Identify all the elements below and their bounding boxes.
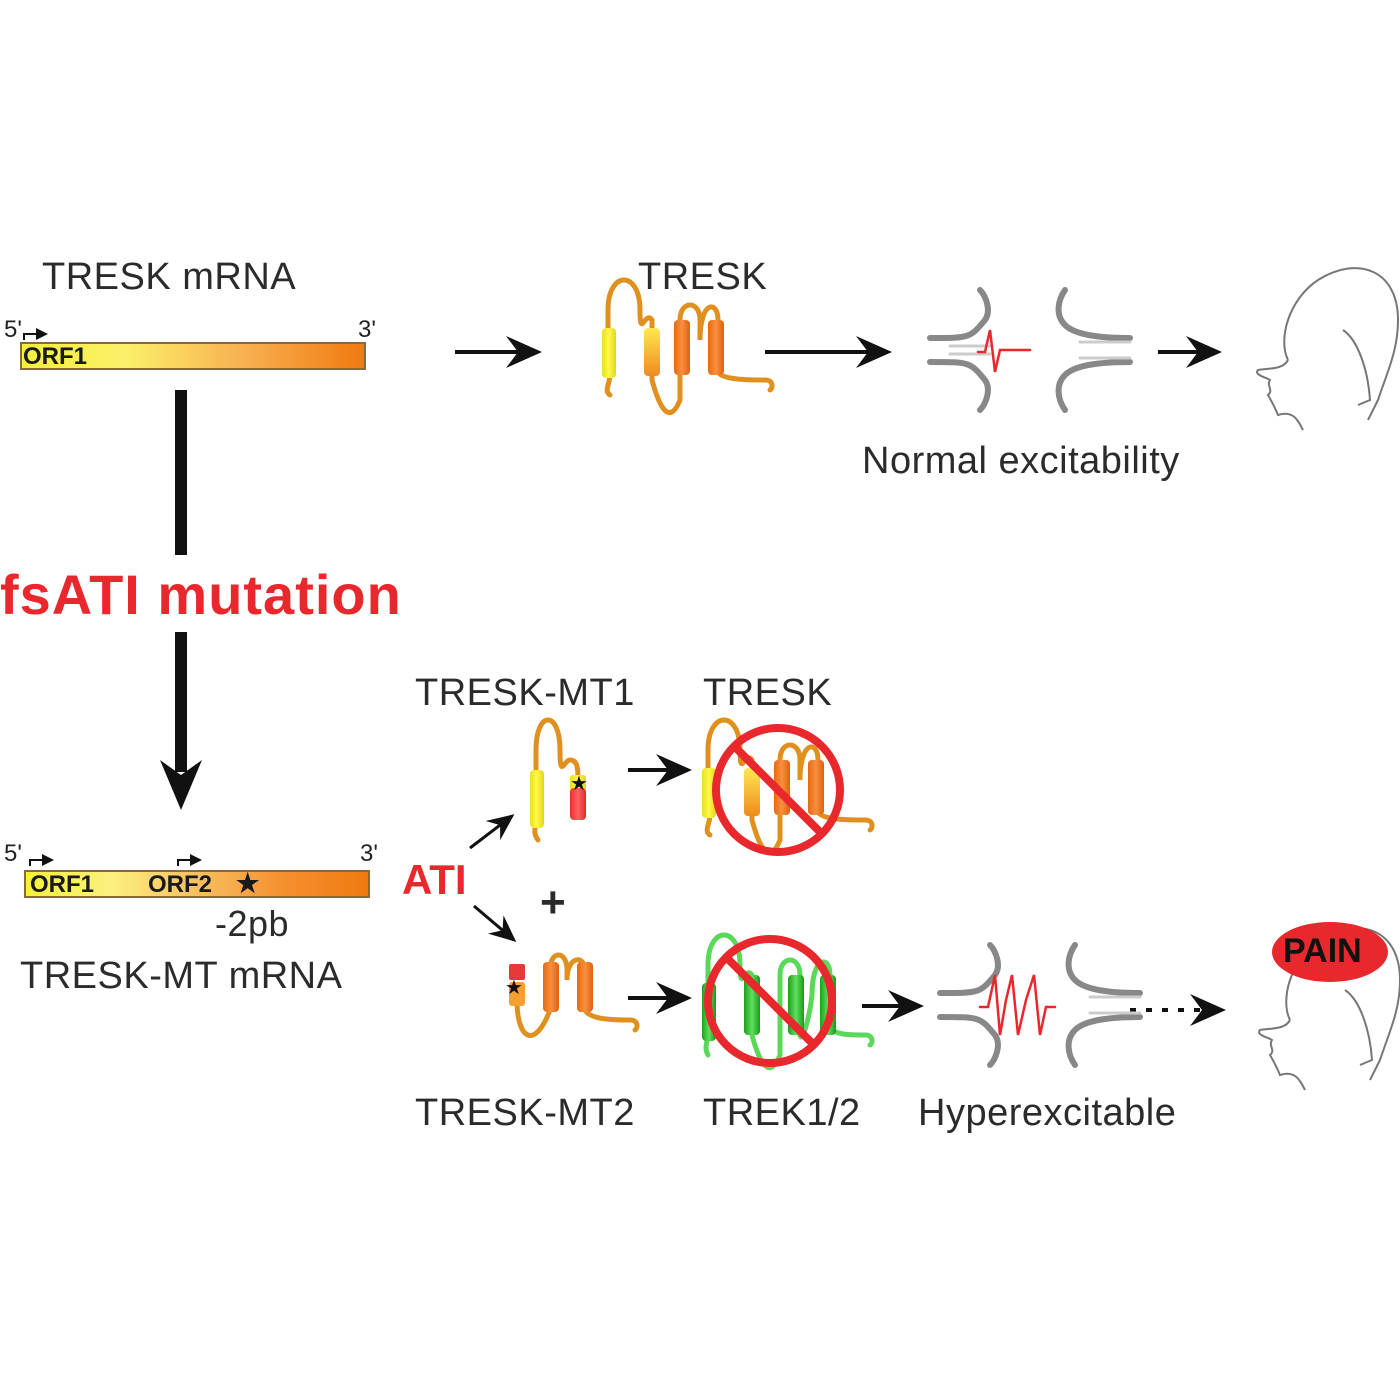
trek-blocked-icon <box>702 932 875 1071</box>
tresk-mt-mrna-label: TRESK-MT mRNA <box>20 955 343 997</box>
five-prime-label-mt: 5' <box>4 840 22 867</box>
stop-star-icon: ★ <box>236 868 260 898</box>
neuron-hyperexcitable-icon <box>937 942 1143 1068</box>
orf2-label: ORF2 <box>148 871 213 898</box>
tresk-mt2-protein-icon: ★ <box>505 952 640 1038</box>
ati-label: ATI <box>402 856 467 903</box>
three-prime-label: 3' <box>358 316 376 343</box>
mutation-arrow <box>160 390 202 810</box>
orf1-label: ORF1 <box>23 343 88 370</box>
head-profile-icon <box>1255 267 1400 431</box>
deletion-label: -2pb <box>215 903 290 944</box>
tresk-blocked-icon <box>702 717 875 856</box>
head-pain-icon <box>1257 922 1400 1091</box>
fsati-mutation-label: fsATI mutation <box>0 563 402 626</box>
tresk-mrna-label: TRESK mRNA <box>42 256 297 298</box>
tresk-protein-icon <box>602 277 775 416</box>
neuron-normal-icon <box>927 287 1133 413</box>
tresk-protein-label: TRESK <box>638 256 768 298</box>
pain-ellipse <box>1272 922 1388 982</box>
five-prime-label: 5' <box>4 316 22 343</box>
prohibited-icon <box>712 724 844 856</box>
pain-label: PAIN <box>1283 932 1362 970</box>
tresk-mrna-bar <box>20 342 366 370</box>
tresk-mt2-label: TRESK-MT2 <box>415 1092 635 1134</box>
stop-star-icon: ★ <box>570 773 588 795</box>
trek-label: TREK1/2 <box>703 1092 861 1134</box>
three-prime-label-mt: 3' <box>360 840 378 867</box>
prohibited-icon <box>704 935 836 1067</box>
plus-sign: + <box>540 878 567 927</box>
tresk-mt1-label: TRESK-MT1 <box>415 672 635 714</box>
tresk-mt-mrna-bar <box>24 870 370 898</box>
arrow-ati-to-mt1 <box>469 814 515 850</box>
tresk-mt1-protein-icon: ★ <box>530 717 588 843</box>
tresk-label-blocked: TRESK <box>703 672 833 714</box>
start-arrow-icon <box>23 328 202 866</box>
arrow-ati-to-mt2 <box>473 904 517 942</box>
normal-excitability-label: Normal excitability <box>862 440 1180 482</box>
orf1-label-mt: ORF1 <box>30 871 95 898</box>
hyperexcitable-label: Hyperexcitable <box>918 1092 1177 1134</box>
stop-star-icon: ★ <box>505 977 523 999</box>
